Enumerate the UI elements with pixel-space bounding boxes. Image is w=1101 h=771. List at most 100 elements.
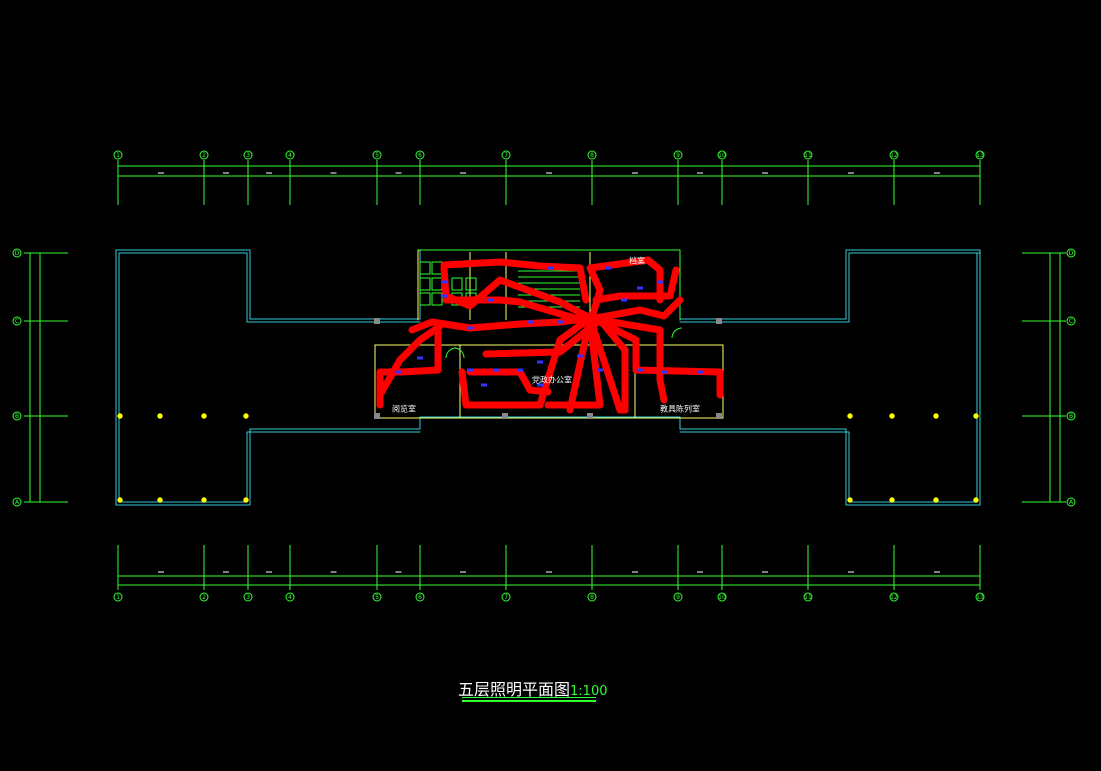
axis-bubble-top <box>889 150 899 160</box>
axis-bubble-top <box>717 150 727 160</box>
axis-label-bottom: 11 <box>804 594 812 601</box>
title-underline-thick <box>462 700 596 702</box>
wiring-run <box>586 314 629 414</box>
axis-label-right: A <box>1069 499 1074 506</box>
axis-bubble-bottom <box>501 592 511 602</box>
axis-bubble-left <box>12 316 22 326</box>
ceiling-light-fixture <box>441 280 447 284</box>
wiring-run <box>544 316 604 409</box>
ceiling-light-fixture <box>527 320 533 324</box>
axis-bubble-top <box>803 150 813 160</box>
toilet-stall <box>419 292 431 306</box>
building-outline-inner-left-top <box>118 252 421 323</box>
axis-label-left: C <box>15 318 19 325</box>
lamp-fixture <box>973 413 979 419</box>
wiring-run <box>588 314 724 399</box>
wiring-run <box>458 314 594 409</box>
lamp-fixture <box>847 497 853 503</box>
lamp-fixture <box>157 497 163 503</box>
ceiling-light-fixture <box>697 370 703 374</box>
lamp-fixture <box>973 497 979 503</box>
junction-box <box>587 413 593 419</box>
room-label-teaching: 教具陈列室 <box>660 404 700 414</box>
ceiling-light-fixture <box>441 294 447 298</box>
lamp-fixture <box>243 413 249 419</box>
axis-label-right: C <box>1069 318 1073 325</box>
axis-label-top: 6 <box>418 152 422 159</box>
ceiling-light-fixture <box>577 354 583 358</box>
axis-bubble-bottom <box>587 592 597 602</box>
scale-text: 1:100 <box>570 684 608 699</box>
axis-bubble-left <box>12 248 22 258</box>
ceiling-light-fixture <box>417 356 423 360</box>
axis-bubble-bottom <box>243 592 253 602</box>
door-swing <box>671 327 683 339</box>
ceiling-light-fixture <box>537 383 543 387</box>
wiring-run <box>596 316 668 404</box>
lamp-fixture <box>117 497 123 503</box>
axis-label-right: B <box>1069 413 1073 420</box>
ceiling-light-fixture <box>637 368 643 372</box>
junction-box <box>716 318 722 324</box>
axis-bubble-left <box>12 411 22 421</box>
axis-label-top: 5 <box>375 152 379 159</box>
lamp-fixture <box>933 413 939 419</box>
junction-box <box>374 413 380 419</box>
axis-label-top: 10 <box>718 152 726 159</box>
door-swing <box>445 347 457 359</box>
axis-label-top: 9 <box>676 152 680 159</box>
axis-bubble-left <box>12 497 22 507</box>
axis-label-bottom: 9 <box>676 594 680 601</box>
wiring-run <box>592 266 680 304</box>
axis-label-bottom: 13 <box>976 594 984 601</box>
axis-bubble-bottom <box>673 592 683 602</box>
axis-label-right: D <box>1069 250 1074 257</box>
axis-label-top: 13 <box>976 152 984 159</box>
room-label-archive: 档案 <box>629 256 645 266</box>
ceiling-light-fixture <box>517 368 523 372</box>
lamp-fixture <box>201 413 207 419</box>
wiring-run <box>376 322 444 399</box>
axis-label-top: 12 <box>890 152 898 159</box>
toilet-stall <box>451 277 463 291</box>
wiring-run <box>566 314 594 414</box>
axis-bubble-bottom <box>285 592 295 602</box>
wiring-run <box>586 256 664 322</box>
axis-bubble-top <box>285 150 295 160</box>
title-text: 五层照明平面图 <box>458 680 571 699</box>
axis-bubble-right <box>1066 411 1076 421</box>
axis-label-top: 7 <box>504 152 508 159</box>
lamp-fixture <box>933 497 939 503</box>
lamp-fixture <box>243 497 249 503</box>
axis-label-bottom: 10 <box>718 594 726 601</box>
axis-label-top: 1 <box>116 152 120 159</box>
ceiling-light-fixture <box>605 266 611 270</box>
toilet-stall <box>465 277 477 291</box>
ceiling-light-fixture <box>547 266 553 270</box>
door-swing <box>453 347 465 359</box>
axis-bubble-bottom <box>717 592 727 602</box>
lamp-fixture <box>889 413 895 419</box>
axis-bubble-top <box>372 150 382 160</box>
axis-bubble-top <box>199 150 209 160</box>
axis-label-left: A <box>15 499 20 506</box>
wiring-run <box>376 326 442 409</box>
axis-bubble-bottom <box>803 592 813 602</box>
wiring-run <box>516 368 552 396</box>
ceiling-light-fixture <box>637 286 643 290</box>
axis-bubble-top <box>673 150 683 160</box>
ceiling-light-fixture <box>657 280 663 284</box>
axis-bubble-right <box>1066 497 1076 507</box>
axis-bubble-right <box>1066 316 1076 326</box>
wiring-run <box>442 296 592 326</box>
lamp-fixture <box>157 413 163 419</box>
axis-bubble-bottom <box>415 592 425 602</box>
axis-label-bottom: 3 <box>246 594 250 601</box>
junction-box <box>374 318 380 324</box>
axis-label-bottom: 6 <box>418 594 422 601</box>
ceiling-light-fixture <box>395 370 401 374</box>
axis-label-top: 3 <box>246 152 250 159</box>
junction-box <box>716 413 722 419</box>
axis-label-bottom: 4 <box>288 594 292 601</box>
building-outline-inner-right-top <box>679 252 981 323</box>
